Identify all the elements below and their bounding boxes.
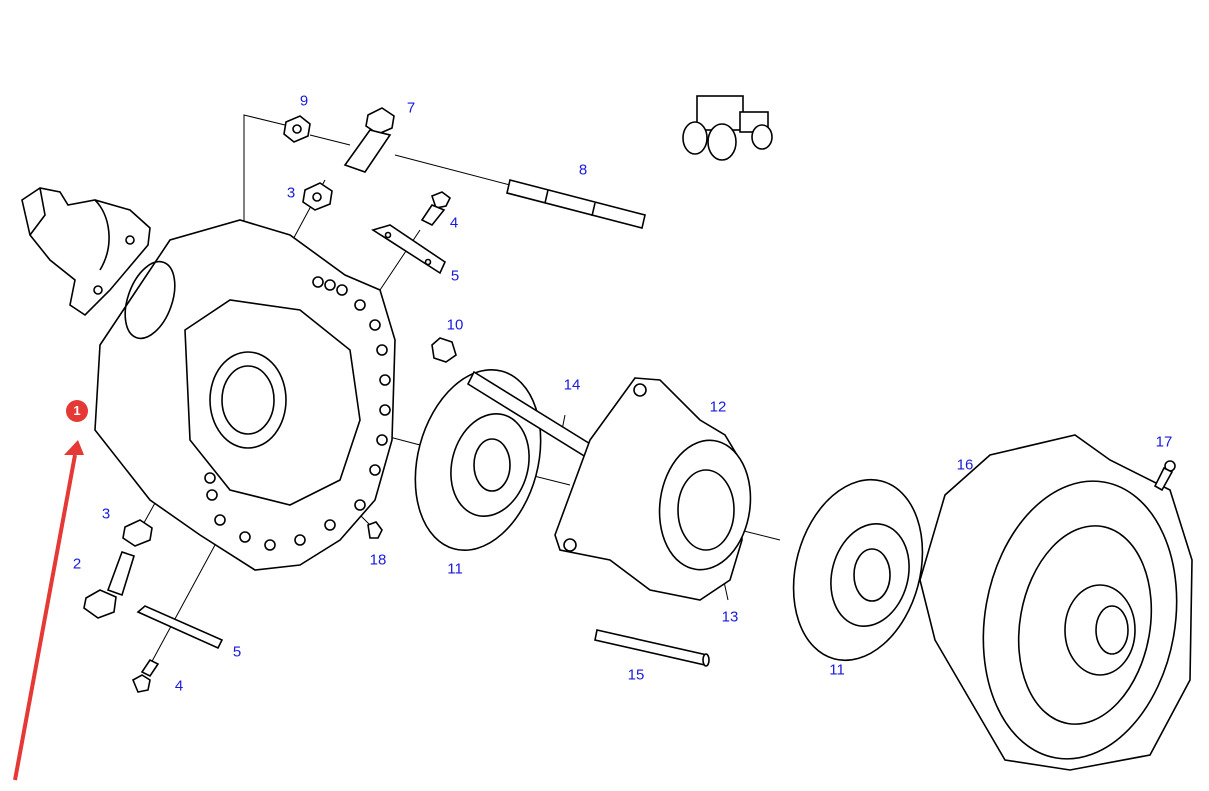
callout-3-top[interactable]: 3 [286, 184, 296, 202]
pin-15 [594, 629, 710, 667]
tractor-icon [682, 95, 773, 161]
nut-3-bottom [122, 519, 153, 547]
housing-bolt-holes [204, 276, 391, 551]
actuator-part [21, 187, 151, 317]
callout-11-left[interactable]: 11 [447, 560, 463, 578]
callout-16[interactable]: 16 [956, 456, 974, 474]
plate-5-bottom [136, 605, 224, 650]
bolt-2 [83, 550, 135, 619]
callout-7[interactable]: 7 [406, 99, 416, 117]
stud-8 [506, 179, 646, 229]
callout-4-top[interactable]: 4 [449, 214, 459, 232]
plate-5-top [371, 224, 447, 275]
callout-5-top[interactable]: 5 [450, 267, 460, 285]
brake-disc-11-left [414, 368, 542, 552]
callout-13[interactable]: 13 [721, 608, 739, 626]
cover-16 [919, 434, 1193, 771]
nut-3-top [302, 182, 333, 211]
callout-5-bottom[interactable]: 5 [232, 643, 242, 661]
nut-9 [283, 115, 311, 143]
housing-part [94, 219, 396, 571]
bolt-4-top [420, 191, 452, 227]
bolt-7 [343, 107, 395, 173]
plug-18 [367, 521, 383, 539]
item-marker-1[interactable]: 1 [66, 400, 88, 422]
callout-9[interactable]: 9 [299, 92, 309, 110]
callout-10[interactable]: 10 [446, 316, 464, 334]
bolt-4-bottom [131, 658, 160, 693]
callout-2[interactable]: 2 [72, 555, 82, 573]
callout-4-bottom[interactable]: 4 [174, 677, 184, 695]
nut-10 [431, 337, 457, 363]
screw-17 [1153, 460, 1176, 492]
brake-actuator-12 [554, 377, 752, 601]
red-arrow [13, 440, 84, 781]
callout-18[interactable]: 18 [369, 551, 387, 569]
callout-17[interactable]: 17 [1155, 433, 1173, 451]
callout-12[interactable]: 12 [709, 398, 727, 416]
callout-8[interactable]: 8 [578, 161, 588, 179]
callout-3-bottom[interactable]: 3 [101, 505, 111, 523]
brake-disc-11-right [792, 478, 924, 662]
callout-14[interactable]: 14 [563, 376, 581, 394]
callout-11-right[interactable]: 11 [829, 661, 845, 679]
callout-15[interactable]: 15 [627, 666, 645, 684]
